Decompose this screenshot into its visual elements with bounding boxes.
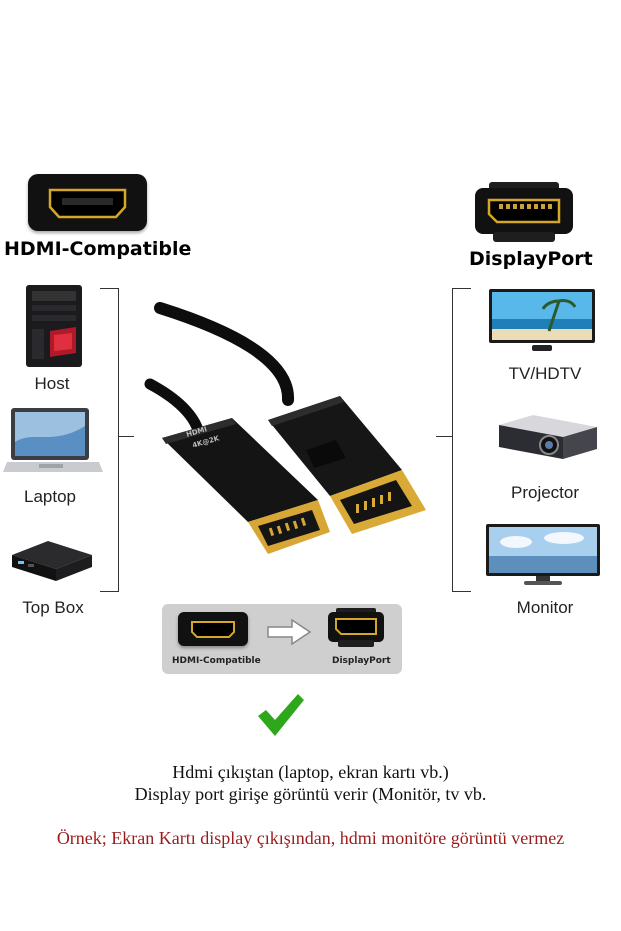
set-top-box-icon xyxy=(8,537,94,585)
right-bracket-tick xyxy=(436,436,452,437)
pc-tower-icon xyxy=(22,283,86,369)
right-bracket xyxy=(452,288,471,592)
checkmark-icon xyxy=(256,692,306,743)
adapter-cable-image xyxy=(140,300,440,580)
left-bracket-tick xyxy=(118,436,134,437)
hdmi-heading: HDMI-Compatible xyxy=(4,238,192,260)
projector-icon xyxy=(493,413,599,465)
caption-line-2: Display port girişe görüntü verir (Monit… xyxy=(134,784,487,804)
monitor-icon xyxy=(486,524,600,586)
displayport-port-icon xyxy=(475,182,573,242)
laptop-label: Laptop xyxy=(24,487,76,506)
warning-note: Örnek; Ekran Kartı display çıkışından, h… xyxy=(56,828,565,848)
top-box-label: Top Box xyxy=(22,598,84,617)
monitor-label: Monitor xyxy=(516,598,574,617)
tv-label: TV/HDTV xyxy=(508,364,582,383)
host-label: Host xyxy=(34,374,70,393)
diagram-displayport-icon xyxy=(328,608,384,648)
projector-label: Projector xyxy=(510,483,580,502)
diagram-hdmi-label: HDMI-Compatible xyxy=(172,656,261,666)
left-bracket xyxy=(100,288,119,592)
caption-line-1: Hdmi çıkıştan (laptop, ekran kartı vb.) xyxy=(172,762,449,782)
hdmi-port-icon xyxy=(28,174,147,231)
displayport-heading: DisplayPort xyxy=(469,248,593,270)
arrow-right-icon xyxy=(266,618,312,651)
diagram-hdmi-port-icon xyxy=(178,612,248,646)
diagram-displayport-label: DisplayPort xyxy=(332,656,391,666)
tv-icon xyxy=(489,289,595,353)
conversion-diagram-panel: HDMI-Compatible DisplayPort xyxy=(162,604,402,674)
laptop-icon xyxy=(3,406,103,478)
